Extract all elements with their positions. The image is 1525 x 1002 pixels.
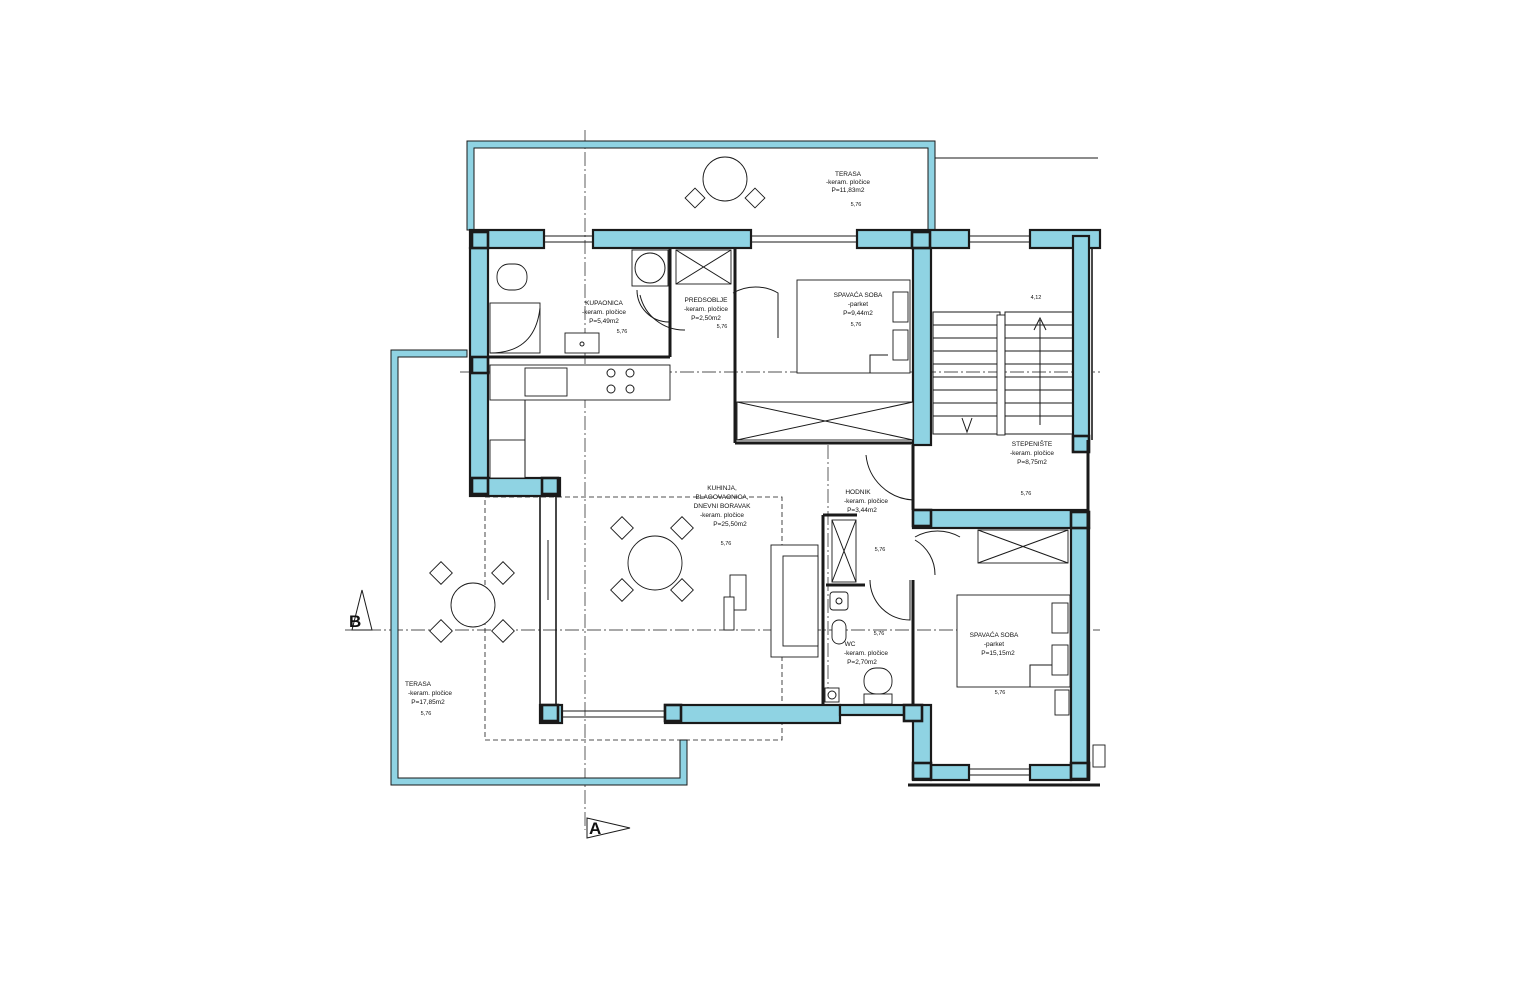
columns [470, 230, 1091, 781]
room-name: SPAVAĆA SOBA [834, 290, 883, 299]
room-finish: -parket [848, 301, 868, 308]
room-height: 5,76 [851, 322, 862, 328]
room-name-line2: BLAGOVAONICA, [696, 494, 749, 501]
room-finish: -keram. pločice [1010, 450, 1054, 457]
section-marker-b: B [349, 589, 373, 631]
partitions [488, 248, 1100, 787]
room-finish: -keram. pločice [700, 512, 744, 519]
room-height: 5,76 [875, 547, 886, 553]
room-finish: -keram. pločice [684, 306, 728, 313]
room-name: TERASA [835, 171, 862, 178]
room-name-line1: KUHINJA, [707, 485, 737, 492]
room-finish: -keram. pločice [844, 650, 888, 657]
room-label-kupaonica: KUPAONICA -keram. pločice P=5,49m2 5,76 [582, 300, 627, 335]
room-label-predsoblje: PREDSOBLJE -keram. pločice P=2,50m2 5,76 [684, 297, 728, 330]
room-name: HODNIK [845, 489, 871, 496]
room-label-wc: 5,76 WC -keram. pločice P=2,70m2 [844, 631, 888, 666]
room-finish: -keram. pločice [844, 498, 888, 505]
room-area: P=8,75m2 [1017, 459, 1047, 466]
room-finish: -keram. pločice [826, 179, 870, 186]
room-name: TERASA [405, 681, 432, 688]
room-area: P=2,70m2 [847, 659, 877, 666]
hall-wc-fixtures [824, 454, 961, 705]
room-name: STEPENIŠTE [1012, 439, 1053, 448]
staircase [932, 311, 1074, 436]
bedroom-2-furniture [956, 529, 1106, 768]
bedroom-1-furniture [736, 279, 914, 441]
room-area: P=5,49m2 [589, 318, 619, 325]
room-finish: -parket [984, 641, 1004, 648]
room-height: 5,76 [851, 202, 862, 208]
room-height: 5,76 [617, 329, 628, 335]
room-finish: -keram. pločice [582, 309, 626, 316]
room-height: 5,76 [721, 541, 732, 547]
room-area: P=11,83m2 [832, 187, 865, 194]
room-height: 5,76 [995, 690, 1006, 696]
room-label-terasa-left: TERASA -keram. pločice P=17,85m2 5,76 [405, 681, 452, 717]
room-name: WC [845, 641, 856, 648]
room-area: P=17,85m2 [411, 699, 445, 706]
kitchen-fixtures [489, 364, 671, 479]
room-name-line3: DNEVNI BORAVAK [694, 503, 751, 510]
room-label-spavaca-2: SPAVAĆA SOBA -parket P=15,15m2 5,76 [970, 630, 1019, 696]
room-finish: -keram. pločice [408, 690, 452, 697]
stair-value: 4,12 [1031, 295, 1042, 301]
bathroom-fixtures [489, 249, 670, 354]
room-area: P=15,15m2 [981, 650, 1015, 657]
room-label-hodnik: HODNIK -keram. pločice P=3,44m2 5,76 [844, 489, 888, 553]
room-name: SPAVAĆA SOBA [970, 630, 1019, 639]
terrace-left [390, 349, 783, 786]
living-furniture [610, 516, 819, 658]
section-b-letter: B [349, 612, 361, 631]
room-height: 5,76 [717, 324, 728, 330]
room-label-stepeniste: 4,12 STEPENIŠTE -keram. pločice P=8,75m2… [1010, 295, 1054, 497]
room-area: P=3,44m2 [847, 507, 877, 514]
room-area: P=2,50m2 [691, 315, 721, 322]
section-marker-a: A [586, 817, 631, 839]
room-name: KUPAONICA [585, 300, 623, 307]
room-label-terasa-top: TERASA -keram. pločice P=11,83m2 5,76 [826, 171, 870, 208]
room-area: P=25,50m2 [713, 521, 747, 528]
room-height: 5,76 [874, 631, 885, 637]
room-height: 5,76 [1021, 491, 1032, 497]
room-height: 5,76 [421, 711, 432, 717]
entry-fixtures [639, 249, 779, 338]
room-label-spavaca-1: SPAVAĆA SOBA -parket P=9,44m2 5,76 [834, 290, 883, 328]
room-name: PREDSOBLJE [685, 297, 729, 304]
room-area: P=9,44m2 [843, 310, 873, 317]
room-label-kuhinja: KUHINJA, BLAGOVAONICA, DNEVNI BORAVAK -k… [694, 485, 751, 547]
section-a-letter: A [589, 819, 601, 838]
